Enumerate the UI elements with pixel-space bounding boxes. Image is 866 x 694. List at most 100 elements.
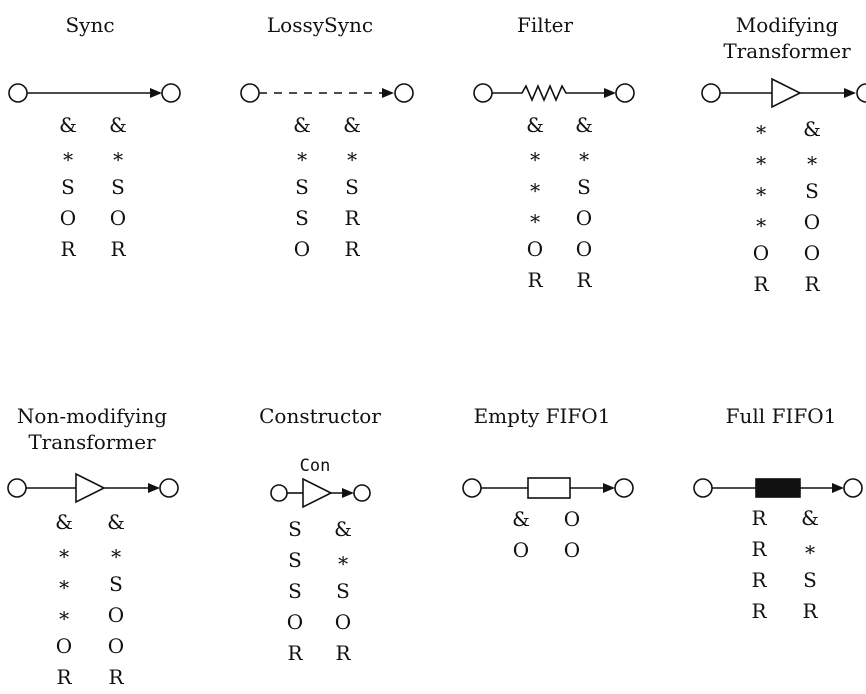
right-state-column: & ∗ S O R [328,514,358,669]
channel-title: Empty FIFO1 [462,403,622,429]
state-symbol: R [753,272,769,296]
state-symbol: & [59,113,77,137]
state-symbol: S [288,517,302,541]
state-symbol: ∗ [528,144,542,168]
state-symbol: O [526,237,544,261]
state-symbol: S [345,175,359,199]
state-symbol: O [575,237,593,261]
state-symbol: ∗ [336,548,350,572]
state-symbol: R [344,206,360,230]
state-symbol: O [803,241,821,265]
constructor-triangle [302,477,333,509]
left-state-column: & ∗ ∗ ∗ O R [49,507,79,693]
constructor-label: Con [299,456,331,476]
left-state-column: & O [506,504,536,566]
state-symbol: & [512,507,530,531]
state-symbol: & [334,517,352,541]
state-symbol: ∗ [577,144,591,168]
state-symbol: R [802,599,818,623]
right-state-column: & ∗ S O O R [101,507,131,693]
left-state-column: & ∗ ∗ ∗ O R [520,110,550,296]
state-symbol: O [55,634,73,658]
zigzag-filter-line [492,83,612,103]
state-symbol: & [55,510,73,534]
sink-node [856,83,866,103]
source-node [473,83,493,103]
filter-channel-glyph [473,83,635,103]
state-symbol: & [803,117,821,141]
state-symbol: S [288,548,302,572]
state-symbol: ∗ [528,206,542,230]
state-symbol: R [751,568,767,592]
source-node [462,478,482,498]
state-symbol: S [288,579,302,603]
state-symbol: ∗ [528,175,542,199]
arrowhead [604,88,616,98]
channel-title: Non-modifying Transformer [0,403,184,455]
title-line: Transformer [723,39,851,63]
state-symbol: O [107,634,125,658]
title-line: Filter [516,13,574,37]
state-symbol: ∗ [754,210,768,234]
title-line: LossySync [266,13,374,37]
state-symbol: ∗ [57,541,71,565]
channel-title: Modifying Transformer [708,12,866,64]
transformer-channel-glyph [7,472,179,504]
full-buffer [755,478,801,498]
title-line: Transformer [28,430,156,454]
state-symbol: O [334,610,352,634]
state-symbol: R [335,641,351,665]
state-symbol: R [344,237,360,261]
state-symbol: S [805,179,819,203]
state-symbol: S [61,175,75,199]
state-symbol: R [527,268,543,292]
state-symbol: O [803,210,821,234]
transformer-triangle [771,77,802,109]
title-line: Full FIFO1 [725,404,837,428]
state-symbol: R [287,641,303,665]
state-symbol: R [56,665,72,689]
state-symbol: & [109,113,127,137]
sink-node [159,478,179,498]
arrowhead [148,483,160,493]
state-symbol: & [293,113,311,137]
state-symbol: R [576,268,592,292]
channel-title: LossySync [250,12,390,38]
lossysync-channel-glyph [240,83,414,103]
right-state-column: & ∗ S O O R [569,110,599,296]
state-symbol: S [109,572,123,596]
source-node [8,83,28,103]
title-line: Sync [65,13,115,37]
state-symbol: ∗ [754,117,768,141]
state-symbol: S [577,175,591,199]
left-state-column: S S S O R [280,514,310,669]
state-symbol: S [111,175,125,199]
state-symbol: R [60,237,76,261]
empty-buffer [527,477,571,499]
constructor-channel-glyph [270,477,371,509]
channel-title: Full FIFO1 [706,403,856,429]
transformer-channel-glyph [701,77,866,109]
right-state-column: & ∗ S O R [103,110,133,265]
state-symbol: & [575,113,593,137]
state-symbol: O [752,241,770,265]
channel-title: Sync [40,12,140,38]
state-symbol: ∗ [754,148,768,172]
state-symbol: O [293,237,311,261]
state-symbol: & [801,506,819,530]
fifo-full-channel-glyph [693,478,863,498]
state-symbol: ∗ [109,541,123,565]
state-symbol: O [563,507,581,531]
title-line: Modifying [735,13,839,37]
source-node [240,83,260,103]
sync-channel-glyph [8,83,181,103]
state-symbol: S [295,206,309,230]
right-state-column: & ∗ S O O R [797,114,827,300]
title-line: Non-modifying [16,404,168,428]
left-state-column: ∗ ∗ ∗ ∗ O R [746,114,776,300]
state-symbol: R [804,272,820,296]
state-symbol: O [286,610,304,634]
left-state-column: R R R R [744,503,774,627]
right-state-column: & ∗ S R [795,503,825,627]
state-symbol: ∗ [57,572,71,596]
